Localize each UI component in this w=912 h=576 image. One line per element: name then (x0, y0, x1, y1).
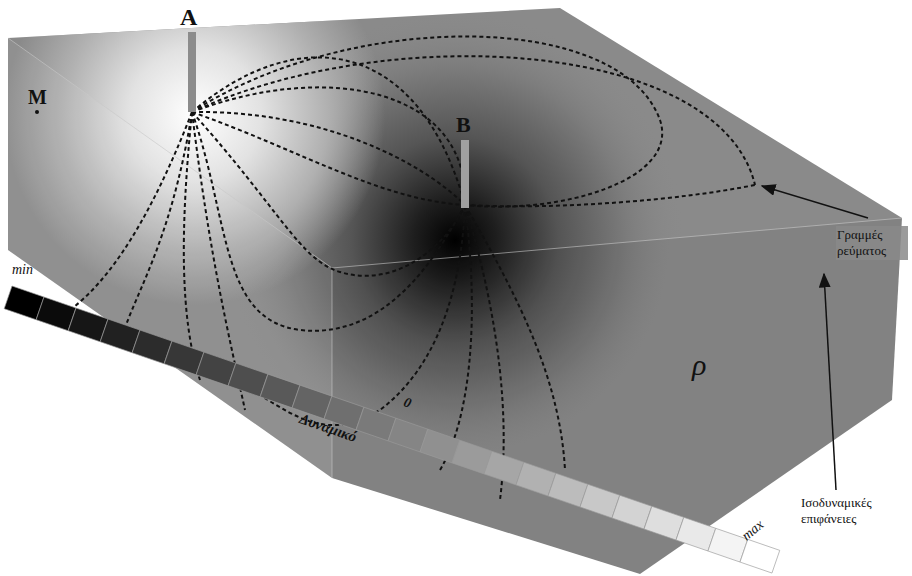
callout-label: Ισοδυναμικές επιφάνειες (800, 494, 882, 528)
current-lines (70, 36, 755, 500)
electrode-label: A (180, 4, 197, 31)
colorbar (4, 286, 780, 573)
block-edges (8, 38, 902, 478)
electrode-label: B (456, 112, 471, 138)
electrode-b (461, 140, 469, 208)
point-label: M (28, 86, 47, 109)
colorbar-min: min (12, 262, 33, 278)
leader-arrow (824, 274, 836, 490)
leader-arrow (762, 186, 868, 218)
resistivity-symbol: ρ (692, 348, 706, 382)
colorbar-step (740, 539, 780, 573)
point-m (35, 110, 39, 114)
callout-label: Γραμμές ρεύματος (836, 226, 908, 260)
electrode-a (188, 32, 196, 112)
